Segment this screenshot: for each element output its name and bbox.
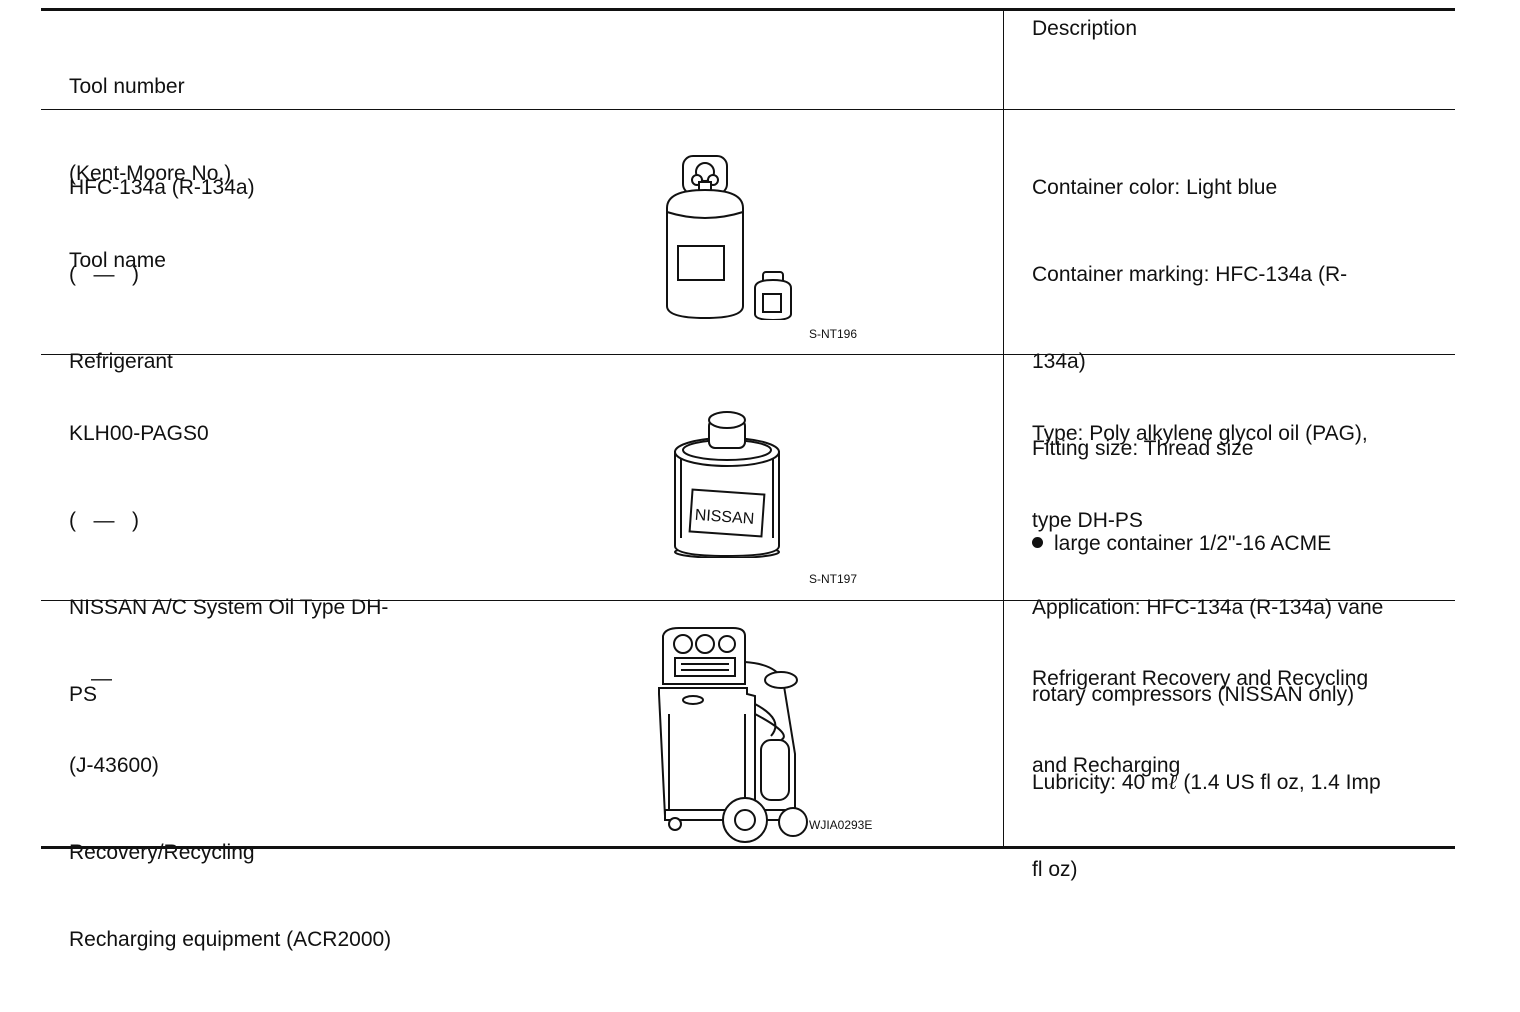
kent-moore-number: ( — )	[69, 509, 139, 532]
tool-name: NISSAN A/C System Oil Type DH-	[69, 596, 389, 619]
desc-line: Container color: Light blue	[1032, 176, 1278, 199]
figure-caption: S-NT196	[809, 327, 858, 341]
kent-moore-number: ( — )	[69, 263, 139, 286]
desc-line: Fitting size: Thread size	[1032, 437, 1254, 460]
tool-name-cont: PS	[69, 683, 98, 706]
desc-line: Application: HFC-134a (R-134a) vane	[1032, 596, 1384, 619]
desc-line: Refrigerant Recovery and Recycling	[1032, 667, 1369, 690]
header-tool-number: Tool number	[69, 75, 185, 98]
header-kent-moore: (Kent-Moore No.)	[69, 162, 232, 185]
lubricity-suffix: (1.4 US fl oz, 1.4 Imp	[1177, 771, 1381, 794]
desc-lubricity: Lubricity: 40 mℓ (1.4 US fl oz, 1.4 Imp	[1032, 767, 1442, 797]
desc-line: Type: Poly alkylene glycol oil (PAG),	[1032, 422, 1368, 445]
header-description: Description	[1032, 17, 1138, 40]
header-tool-cell: Tool number (Kent-Moore No.) Tool name	[69, 14, 489, 333]
row-recovery-description: Refrigerant Recovery and Recycling and R…	[1032, 606, 1442, 838]
row-refrigerant-tool: HFC-134a (R-134a) ( — ) Refrigerant	[69, 115, 489, 434]
desc-line: and Recharging	[1032, 754, 1181, 777]
liter-symbol: ℓ	[1168, 769, 1178, 794]
desc-line: type DH-PS	[1032, 509, 1143, 532]
table-top-rule	[41, 8, 1455, 11]
row-recovery-tool: — (J-43600) Recovery/Recycling Rechargin…	[69, 606, 489, 1012]
refrigerant-containers-icon	[666, 155, 792, 320]
desc-line: Container marking: HFC-134a (R-	[1032, 263, 1348, 286]
desc-line: fl oz)	[1032, 858, 1078, 881]
figure-caption: WJIA0293E	[809, 818, 873, 832]
bullet-item: large container 1/2"-16 ACME	[1032, 529, 1442, 558]
figure-caption: S-NT197	[809, 572, 858, 586]
tool-name-cont: Recharging equipment (ACR2000)	[69, 928, 392, 951]
tool-name: Recovery/Recycling	[69, 841, 255, 864]
bullet-text: large container 1/2"-16 ACME	[1054, 532, 1332, 555]
desc-line: rotary compressors (NISSAN only)	[1032, 683, 1355, 706]
header-tool-name: Tool name	[69, 249, 166, 272]
can-label: NISSAN	[694, 507, 755, 528]
table-bottom-rule	[41, 846, 1455, 849]
tool-number: —	[91, 667, 112, 690]
row-rule	[41, 354, 1455, 355]
row-oil-tool: KLH00-PAGS0 ( — ) NISSAN A/C System Oil …	[69, 361, 489, 767]
kent-moore-number: (J-43600)	[69, 754, 159, 777]
bullet-dot-icon	[1032, 537, 1043, 548]
row-oil-description: Type: Poly alkylene glycol oil (PAG), ty…	[1032, 361, 1442, 942]
row-rule	[41, 600, 1455, 601]
special-service-tools-table: Tool number (Kent-Moore No.) Tool name D…	[41, 8, 1455, 951]
tool-number: KLH00-PAGS0	[69, 422, 209, 445]
tool-number: HFC-134a (R-134a)	[69, 176, 255, 199]
lubricity-prefix: Lubricity: 40 m	[1032, 771, 1169, 794]
row-refrigerant-description: Container color: Light blue Container ma…	[1032, 115, 1442, 616]
header-rule	[41, 109, 1455, 110]
tool-name: Refrigerant	[69, 350, 173, 373]
oil-can-icon: NISSAN	[674, 411, 780, 558]
recovery-machine-icon	[658, 627, 808, 843]
column-divider	[1003, 11, 1004, 846]
desc-line: 134a)	[1032, 350, 1086, 373]
